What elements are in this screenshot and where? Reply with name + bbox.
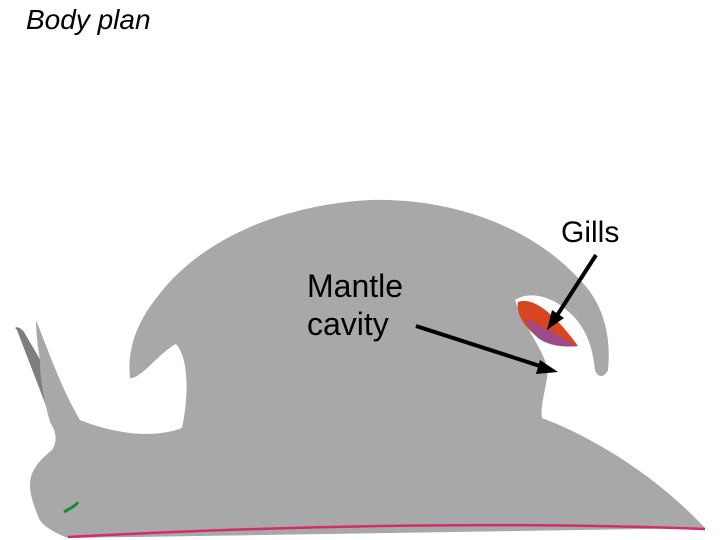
label-gills: Gills bbox=[561, 216, 620, 249]
arrow-mantle-cavity bbox=[415, 324, 558, 374]
label-mantle-line2: cavity bbox=[307, 305, 389, 342]
gill-outer bbox=[517, 300, 578, 347]
mouth bbox=[63, 501, 80, 514]
snail-body bbox=[30, 199, 705, 538]
diagram-title: Body plan bbox=[26, 4, 151, 35]
label-mantle-line1: Mantle bbox=[307, 268, 404, 304]
arrow-gills bbox=[547, 253, 598, 330]
foot-sole bbox=[67, 523, 706, 539]
label-mantle-cavity: Mantle cavity bbox=[307, 268, 403, 344]
gill-inner bbox=[526, 318, 576, 347]
